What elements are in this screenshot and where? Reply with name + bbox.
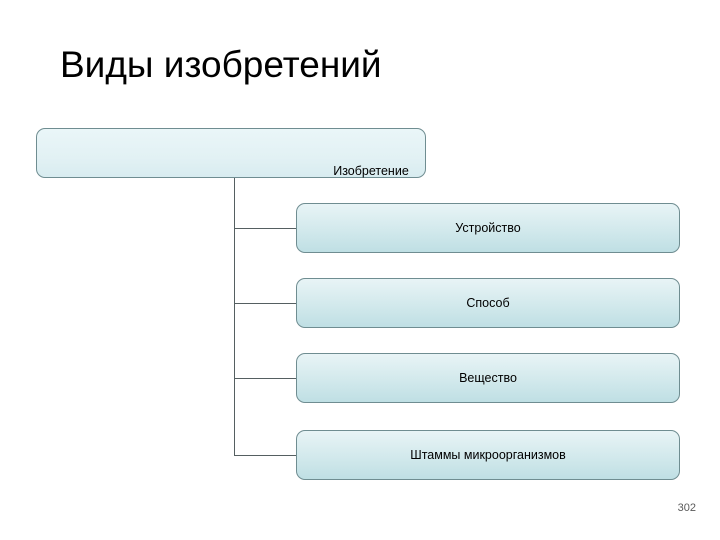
node-child-substance[interactable]: Вещество	[296, 353, 683, 406]
connector-horizontal-1	[234, 228, 296, 229]
node-child-label: Штаммы микроорганизмов	[410, 448, 566, 462]
connector-horizontal-2	[234, 303, 296, 304]
node-child-label: Вещество	[459, 371, 517, 385]
node-child-label: Способ	[466, 296, 510, 310]
node-child-microorganism-strains[interactable]: Штаммы микроорганизмов	[296, 430, 683, 483]
page-title: Виды изобретений	[60, 44, 382, 85]
node-child-label: Устройство	[455, 221, 521, 235]
node-child-device[interactable]: Устройство	[296, 203, 683, 256]
page-number: 302	[677, 502, 696, 514]
node-root-label: Изобретение	[333, 164, 409, 178]
connector-horizontal-3	[234, 378, 296, 379]
connector-horizontal-4	[234, 455, 296, 456]
node-child-method[interactable]: Способ	[296, 278, 683, 331]
connector-vertical-trunk	[234, 178, 235, 456]
node-root[interactable]: Изобретение	[36, 128, 429, 181]
